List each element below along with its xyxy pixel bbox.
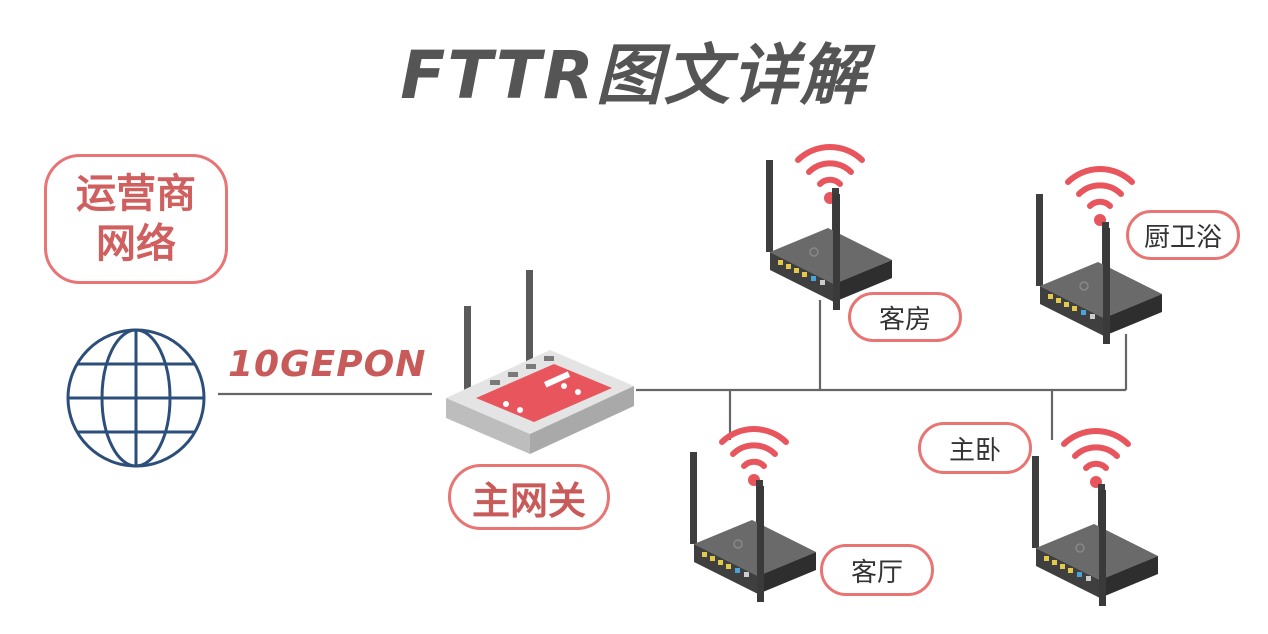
main-gateway-device [446,270,634,454]
room-label-guest-room: 客房 [848,292,962,342]
router-guest-room [765,147,893,311]
globe-icon [66,328,206,468]
router-living-room [689,429,817,603]
main-gateway-label: 主网关 [448,464,610,530]
operator-network-line2: 网络 [96,221,176,267]
link-label: 10GEPON [228,344,427,385]
router-master-bedroom [1031,431,1159,607]
operator-network-box: 运营商 网络 [44,154,228,284]
page-title: FTTR图文详解 [400,37,868,114]
room-label-master-bedroom: 主卧 [918,422,1032,474]
operator-network-line1: 运营商 [76,171,196,217]
room-label-bathroom: 厨卫浴 [1126,210,1240,260]
connection-lines [218,300,1128,440]
room-label-living-room: 客厅 [820,544,934,596]
